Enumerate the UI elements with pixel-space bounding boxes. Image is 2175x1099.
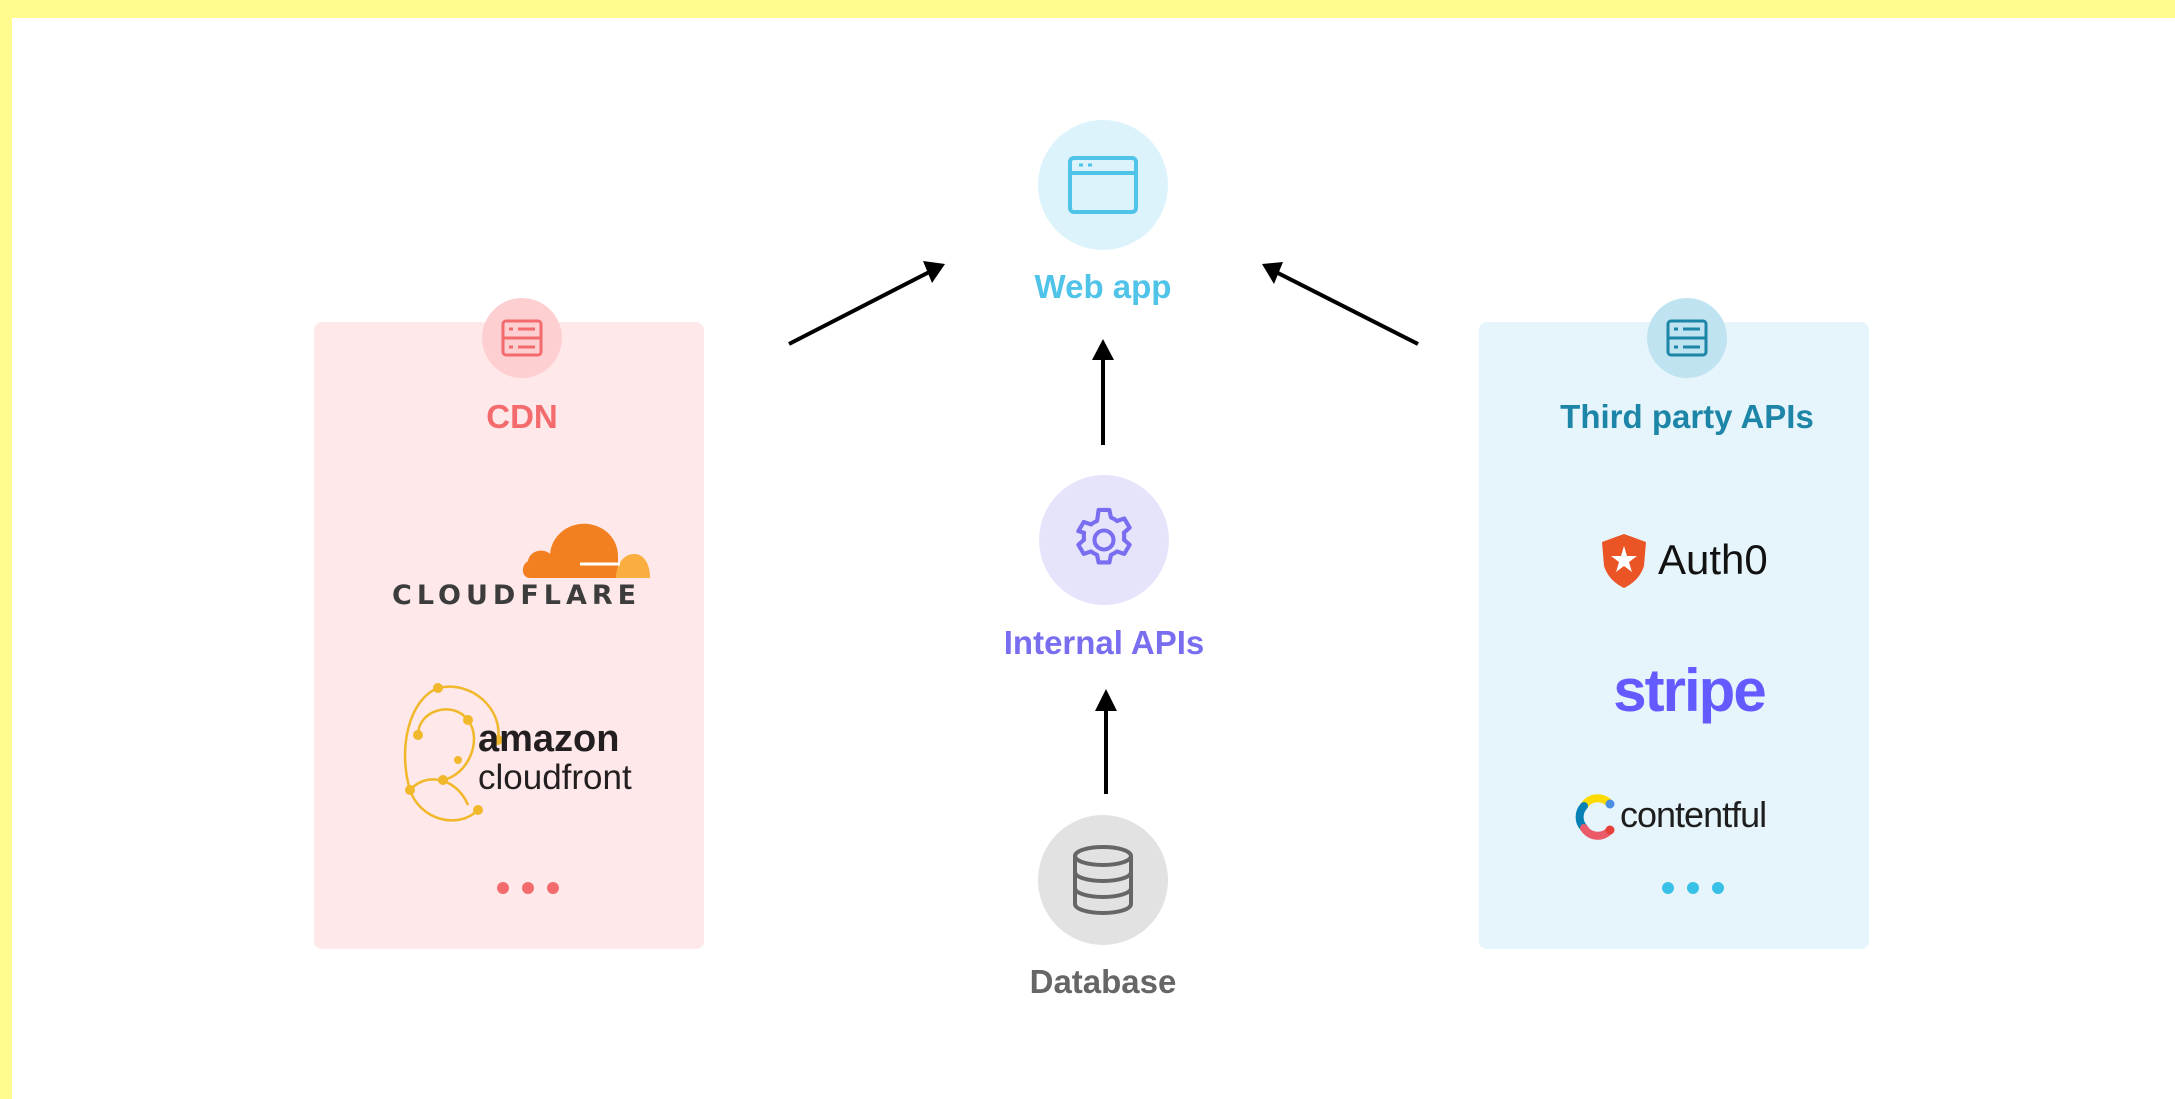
third-party-more-indicator	[1662, 882, 1724, 894]
more-dot	[1687, 882, 1699, 894]
browser-window-icon	[1068, 156, 1138, 214]
arrowhead-third-party	[1262, 262, 1283, 284]
more-dot	[522, 882, 534, 894]
cdn-title: CDN	[486, 398, 558, 435]
cloudfront-wordmark: cloudfront	[478, 758, 632, 797]
more-dot	[1662, 882, 1674, 894]
third-party-icon-circle	[1647, 298, 1727, 378]
cloudfront-orbit-icon	[403, 683, 503, 822]
cloudflare-cloud-icon	[522, 523, 650, 578]
arrowhead-database	[1095, 689, 1117, 711]
gear-icon	[1076, 507, 1132, 565]
arrowhead-internal	[1092, 339, 1114, 360]
amazon-cloudfront-logo: amazon cloudfront	[398, 680, 648, 830]
cdn-more-indicator	[497, 882, 559, 894]
server-icon	[1666, 319, 1708, 357]
cloudflare-wordmark: CLOUDFLARE	[392, 580, 642, 611]
arrowhead-cdn	[923, 261, 945, 283]
web-app-label: Web app	[1034, 268, 1172, 305]
arrow-third-party-to-webapp	[1267, 266, 1419, 346]
internal-apis-node	[1039, 475, 1169, 605]
more-dot	[497, 882, 509, 894]
third-party-title: Third party APIs	[1560, 398, 1814, 435]
database-label: Database	[1029, 963, 1177, 1000]
server-icon	[501, 319, 543, 357]
third-party-group-panel	[1479, 322, 1869, 949]
cdn-group-panel	[314, 322, 704, 949]
stripe-logo: stripe	[1613, 657, 1766, 724]
contentful-wordmark: contentful	[1620, 794, 1767, 835]
web-app-node	[1038, 120, 1168, 250]
cdn-icon-circle	[482, 298, 562, 378]
more-dot	[1712, 882, 1724, 894]
database-node	[1038, 815, 1168, 945]
amazon-wordmark: amazon	[478, 718, 620, 760]
cloudflare-logo: CLOUDFLARE	[392, 520, 654, 611]
contentful-logo: contentful	[1574, 790, 1814, 842]
contentful-mark-icon	[1575, 794, 1615, 840]
arrow-cdn-to-webapp	[788, 264, 942, 346]
auth0-shield-icon	[1602, 534, 1646, 588]
internal-apis-label: Internal APIs	[1003, 624, 1205, 661]
more-dot	[547, 882, 559, 894]
auth0-logo: Auth0	[1598, 530, 1778, 592]
auth0-wordmark: Auth0	[1658, 536, 1768, 583]
database-icon	[1073, 845, 1133, 916]
